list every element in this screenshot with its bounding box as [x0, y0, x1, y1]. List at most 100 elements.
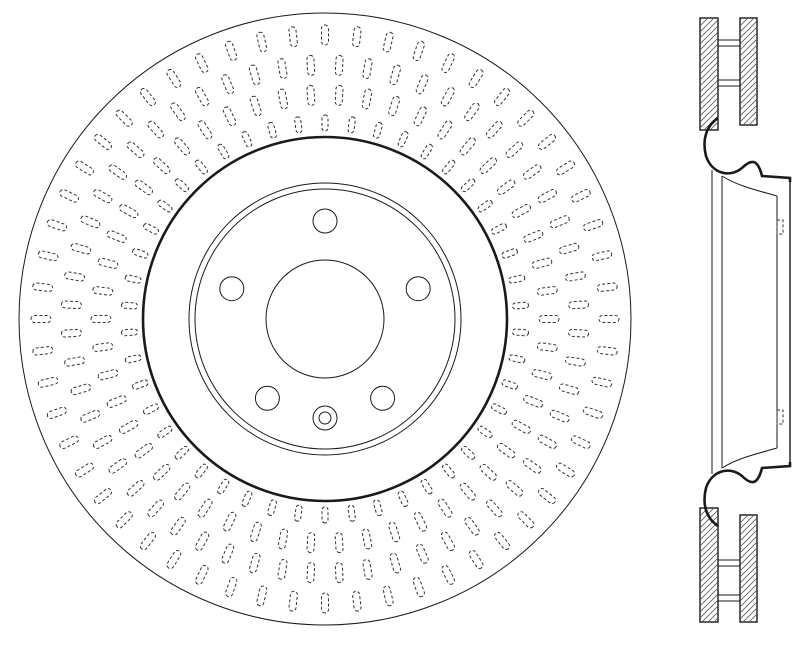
- vent-slot: [249, 95, 262, 117]
- section-hatch-line: [700, 67, 718, 87]
- section-hatch-line: [700, 636, 718, 645]
- section-hatch-line: [700, 611, 718, 622]
- upper-vent-vanes: [717, 39, 741, 87]
- vent-slot: [121, 328, 138, 337]
- vent-slot: [97, 257, 119, 269]
- section-hatch-line: [700, 557, 718, 577]
- section-hatch-line: [740, 464, 757, 481]
- vent-slot: [415, 543, 429, 564]
- section-hatch-line: [740, 632, 757, 645]
- vent-slot: [46, 406, 68, 419]
- section-hatch-line: [740, 0, 757, 8]
- section-hatch-line: [700, 97, 718, 117]
- section-hatch-line: [740, 482, 757, 499]
- hat-profile-bottom: [703, 462, 792, 528]
- vent-slot: [121, 301, 138, 310]
- vent-slot: [147, 499, 165, 518]
- section-hatch-line: [740, 18, 757, 27]
- vent-slot: [558, 383, 580, 396]
- vent-slot: [132, 248, 149, 259]
- section-hatch-line: [700, 85, 718, 105]
- vent-slot: [382, 31, 394, 53]
- vent-slot: [294, 504, 303, 522]
- vent-slot: [126, 479, 145, 497]
- section-hatch-line: [740, 44, 757, 63]
- section-hatch-line: [700, 0, 718, 14]
- vent-slot: [549, 215, 570, 229]
- vent-slot: [93, 188, 113, 204]
- section-hatch-line: [700, 515, 718, 535]
- section-hatch-line: [700, 55, 718, 75]
- vent-slot: [37, 250, 59, 262]
- section-hatch-line: [700, 617, 718, 622]
- vent-slot: [442, 463, 456, 479]
- vent-slot: [571, 435, 591, 450]
- vent-slot: [571, 188, 591, 203]
- vent-slot: [46, 219, 68, 232]
- vent-slot: [248, 64, 261, 86]
- lug-hole: [254, 385, 280, 411]
- section-hatch-line: [700, 79, 718, 99]
- lug-hole: [219, 276, 245, 302]
- section-hatch-line: [700, 569, 718, 589]
- section-hatch-line: [740, 638, 757, 645]
- vent-slot: [517, 511, 535, 529]
- section-hatch-line: [740, 547, 757, 566]
- vent-slot: [74, 462, 95, 478]
- section-hatch-line: [740, 80, 757, 99]
- section-hatch-line: [740, 26, 757, 45]
- section-hatch-line: [740, 104, 757, 123]
- vent-slot: [496, 442, 516, 459]
- vent-slot: [362, 558, 373, 580]
- vent-slot: [277, 88, 289, 110]
- vent-slot: [511, 419, 531, 435]
- vent-slot: [508, 274, 526, 284]
- vent-slot: [174, 178, 189, 193]
- section-hatch-line: [740, 559, 757, 578]
- section-hatch-line: [700, 19, 718, 39]
- section-hatch-line: [700, 18, 718, 33]
- vent-slot: [598, 315, 620, 323]
- vent-slot: [397, 131, 409, 148]
- vent-slot: [389, 64, 402, 86]
- section-hatch-line: [700, 508, 718, 511]
- vent-slot: [468, 549, 484, 570]
- vent-slot: [306, 84, 316, 106]
- vent-slot: [32, 282, 54, 292]
- vent-slot: [194, 565, 209, 585]
- vent-slot: [412, 576, 425, 598]
- section-hatch-line: [740, 129, 757, 146]
- vent-slot: [464, 102, 480, 122]
- section-hatch-line: [740, 50, 757, 69]
- section-hatch-line: [740, 68, 757, 87]
- vent-slot: [537, 133, 557, 150]
- vent-slot: [32, 346, 54, 356]
- vent-slot: [166, 68, 182, 89]
- outer-rim: [18, 12, 632, 626]
- vent-slot: [496, 179, 516, 196]
- vent-slot: [352, 590, 362, 612]
- section-hatch-line: [740, 18, 757, 33]
- section-hatch-line: [700, 73, 718, 93]
- vent-slot: [106, 230, 127, 243]
- vent-slot: [505, 479, 524, 497]
- section-hatch-line: [740, 135, 757, 152]
- vent-slot: [373, 121, 383, 139]
- vent-slot: [412, 40, 425, 62]
- section-hatch-line: [740, 515, 757, 524]
- vent-slot: [126, 141, 145, 159]
- section-hatch-line: [740, 626, 757, 643]
- lug-hole: [370, 385, 396, 411]
- vent-slot: [440, 87, 456, 107]
- vent-slot: [225, 40, 238, 62]
- vent-slot: [568, 328, 590, 338]
- vent-slot: [217, 478, 230, 495]
- hidden-bolt-lines: [776, 219, 784, 425]
- vent-slot: [64, 356, 86, 367]
- hat-inner-top: [721, 175, 778, 197]
- vent-slot: [479, 157, 498, 175]
- hub-face-circle: [194, 188, 456, 450]
- section-hatch-line: [740, 529, 757, 548]
- vent-slot: [441, 565, 456, 585]
- vent-slot: [523, 230, 544, 243]
